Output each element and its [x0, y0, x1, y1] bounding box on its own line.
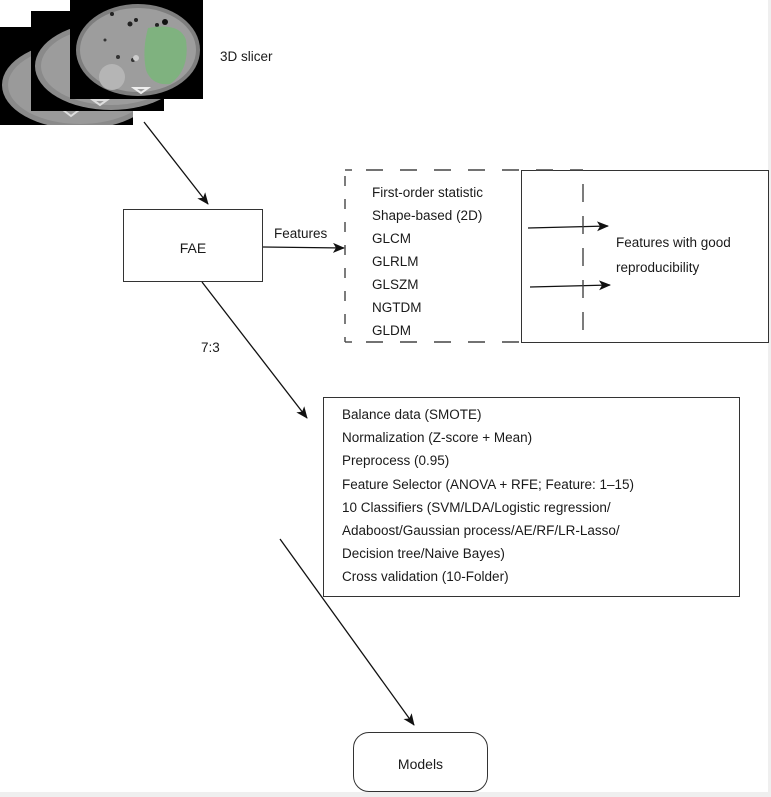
pipeline-step: Feature Selector (ANOVA + RFE; Feature: …: [342, 476, 635, 492]
page-edge-bottom: [0, 792, 771, 797]
pipeline-step: Decision tree/Naive Bayes): [342, 546, 505, 562]
input-label: 3D slicer: [220, 49, 273, 64]
feature-class-item: First-order statistic: [372, 185, 484, 200]
reproducibility-label-line1: Features with good: [616, 235, 731, 250]
fae-node: FAE: [123, 209, 263, 282]
models-label: Models: [397, 756, 444, 772]
feature-class-list: First-order statistic Shape-based (2D) G…: [372, 181, 483, 342]
models-node: Models: [353, 732, 488, 792]
pipeline-step: Balance data (SMOTE): [342, 407, 482, 422]
pipeline-step-list: Balance data (SMOTE) Normalization (Z-sc…: [342, 403, 634, 589]
pipeline-step: 10 Classifiers (SVM/LDA/Logistic regress…: [342, 499, 611, 515]
pipeline-step: Cross validation (10-Folder): [342, 569, 509, 585]
split-ratio-label: 7:3: [201, 340, 220, 355]
feature-class-item: GLRLM: [372, 254, 419, 269]
fae-label: FAE: [179, 240, 207, 256]
reproducibility-node: [521, 170, 769, 343]
ct-slice-front: [70, 0, 203, 99]
feature-class-item: NGTDM: [372, 300, 422, 315]
pipeline-step: Preprocess (0.95): [342, 453, 450, 469]
pipeline-step: Adaboost/Gaussian process/AE/RF/LR-Lasso…: [342, 523, 620, 539]
segmentation-mask: [144, 26, 187, 85]
page-edge-right: [768, 0, 771, 797]
feature-class-item: GLSZM: [372, 277, 419, 292]
feature-class-item: Shape-based (2D): [372, 208, 483, 223]
arrow-slicer-to-fae: [143, 121, 209, 205]
pipeline-step: Normalization (Z-score + Mean): [342, 430, 533, 446]
feature-class-item: GLDM: [372, 323, 412, 338]
arrow-fae-to-features: [262, 242, 345, 253]
feature-class-item: GLCM: [372, 231, 412, 246]
reproducibility-label-line2: reproducibility: [616, 260, 700, 275]
pipeline-node: [323, 397, 740, 597]
features-edge-label: Features: [274, 226, 328, 241]
reproducibility-label: Features with good reproducibility: [616, 230, 731, 280]
